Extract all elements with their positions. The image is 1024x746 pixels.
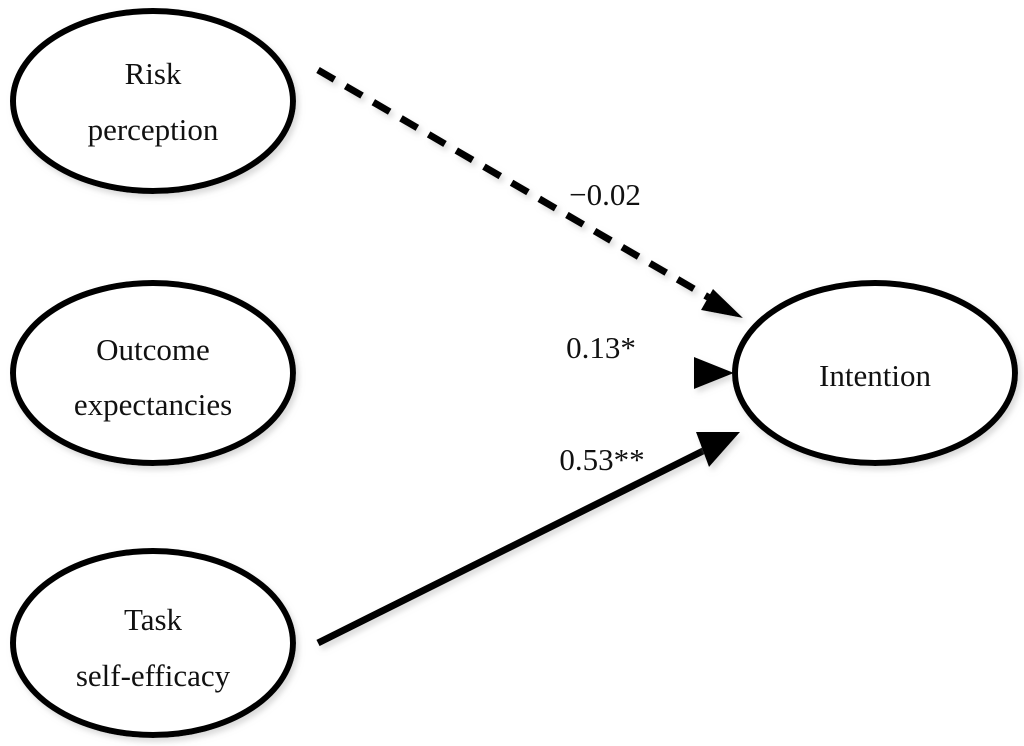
edge-risk-to-intention: −0.02 bbox=[316, 66, 743, 318]
node-outcome-expectancies[interactable]: Outcome expectancies bbox=[10, 280, 296, 466]
node-outcome-expectancies-label-line1: Outcome bbox=[96, 332, 210, 367]
edge-efficacy-to-intention: 0.53** bbox=[316, 432, 740, 647]
coefficient-label-efficacy-to-intention: 0.53** bbox=[559, 442, 644, 477]
node-task-self-efficacy-label-line1: Task bbox=[124, 602, 183, 637]
dashed-path-line bbox=[316, 66, 715, 304]
solid-path-line-efficacy bbox=[316, 445, 709, 647]
coefficient-label-risk-to-intention: −0.02 bbox=[569, 177, 641, 212]
edge-outcome-to-intention: 0.13* bbox=[318, 330, 734, 389]
node-risk-perception-label-line1: Risk bbox=[125, 56, 182, 91]
coefficient-label-outcome-to-intention: 0.13* bbox=[566, 330, 636, 365]
node-task-self-efficacy-ellipse[interactable] bbox=[10, 548, 296, 738]
node-task-self-efficacy-label-line2: self-efficacy bbox=[76, 658, 231, 693]
node-risk-perception-label-line2: perception bbox=[88, 112, 219, 147]
node-risk-perception[interactable]: Risk perception bbox=[10, 8, 296, 194]
node-intention-label: Intention bbox=[819, 358, 931, 393]
node-intention-ellipse[interactable] bbox=[732, 280, 1018, 466]
node-task-self-efficacy[interactable]: Task self-efficacy bbox=[10, 548, 296, 738]
arrowhead-outcome-to-intention bbox=[694, 357, 734, 389]
arrowhead-efficacy-to-intention bbox=[696, 432, 740, 467]
node-outcome-expectancies-label-line2: expectancies bbox=[74, 387, 232, 422]
node-intention[interactable]: Intention bbox=[732, 280, 1018, 466]
node-risk-perception-ellipse[interactable] bbox=[10, 8, 296, 194]
arrowhead-risk-to-intention bbox=[701, 289, 743, 318]
node-outcome-expectancies-ellipse[interactable] bbox=[10, 280, 296, 466]
